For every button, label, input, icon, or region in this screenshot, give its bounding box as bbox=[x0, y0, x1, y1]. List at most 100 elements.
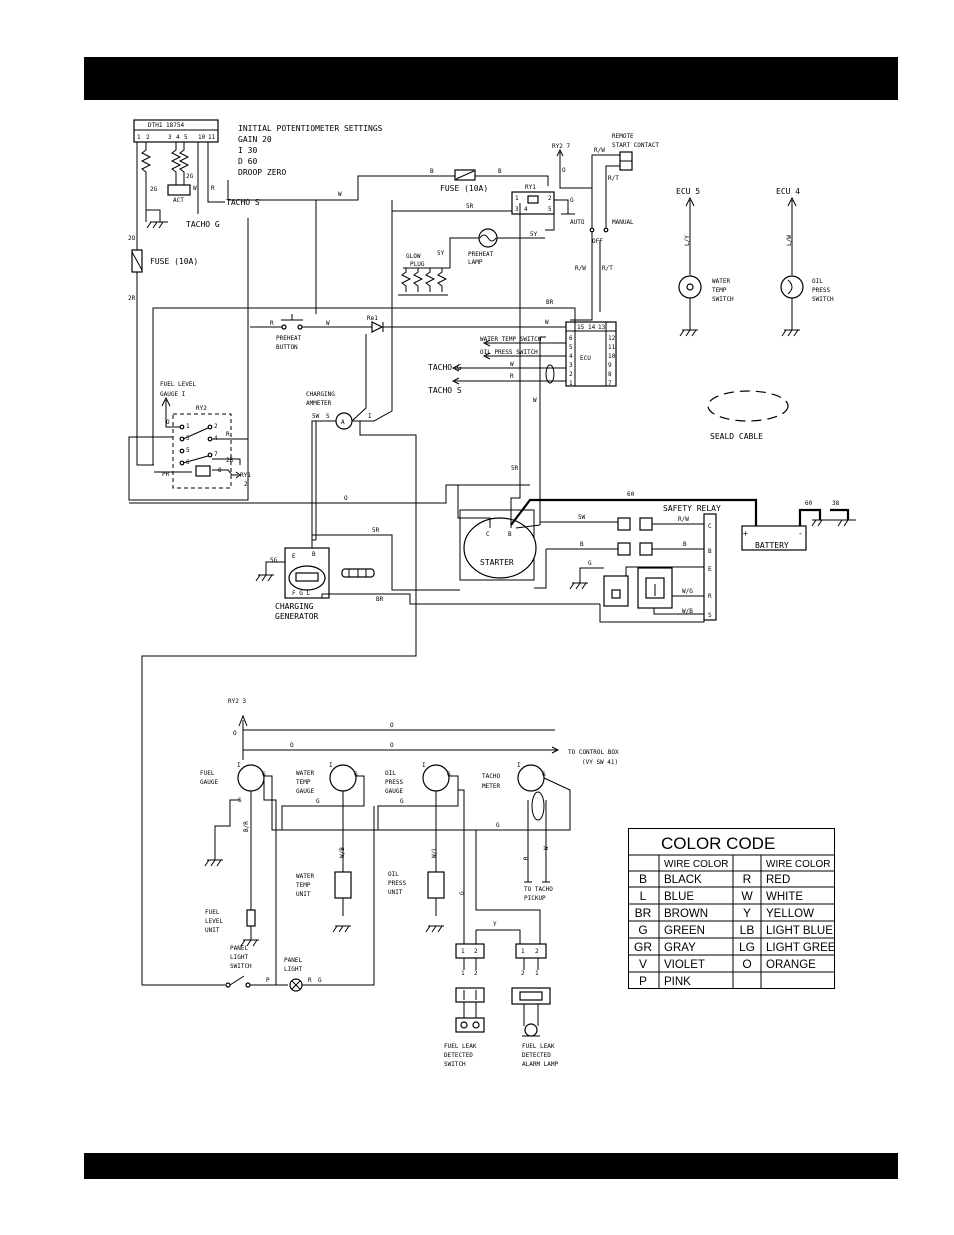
footer-bar bbox=[84, 1153, 898, 1179]
starter-label: STARTER bbox=[480, 558, 514, 567]
ecu-input-label: WATER TEMP SWITCH bbox=[480, 336, 542, 343]
wire-code: G bbox=[316, 798, 320, 805]
relay-ref: 2 bbox=[244, 481, 248, 488]
color-code-letter: W bbox=[741, 889, 753, 903]
ecu-pin: 8 bbox=[608, 371, 612, 378]
fuel-level-unit-label: UNIT bbox=[205, 927, 220, 934]
ecu-ref: ECU 4 bbox=[776, 187, 800, 196]
wire-code: R bbox=[308, 977, 312, 984]
panel-light-label: LIGHT bbox=[284, 966, 302, 973]
color-code-name: LIGHT BLUE bbox=[766, 925, 833, 937]
control-box-ref: (VY SW 41) bbox=[582, 759, 618, 766]
tacho-pickup: R W TO TACHO PICKUP bbox=[523, 800, 553, 902]
relay-pin: 2 bbox=[548, 195, 552, 202]
ecu-pin: 10 bbox=[608, 353, 616, 360]
pot-setting: I 30 bbox=[238, 146, 257, 155]
color-code-letter: P bbox=[639, 974, 647, 988]
starter-pin: C bbox=[486, 531, 490, 538]
fuel-level-unit-label: FUEL bbox=[205, 909, 220, 916]
sensor-label: TEMP bbox=[712, 287, 727, 294]
oil-gauge-label: PRESS bbox=[385, 779, 403, 786]
diode-label: Re1 bbox=[367, 315, 378, 322]
wire-code: B/R bbox=[243, 821, 250, 832]
ecu-pin: 12 bbox=[608, 335, 616, 342]
relay-pin: 1 bbox=[186, 423, 190, 430]
color-code-letter: B bbox=[639, 872, 647, 886]
color-code-name: YELLOW bbox=[766, 908, 814, 920]
water-gauge-label: WATER bbox=[296, 770, 314, 777]
tacho-pickup-label: PICKUP bbox=[524, 895, 546, 902]
gauge-pin: G bbox=[354, 771, 358, 778]
wire-code: G bbox=[318, 977, 322, 984]
safety-relay-pin: B bbox=[708, 548, 712, 555]
color-code-name: GRAY bbox=[664, 942, 696, 954]
preheat-button-label: BUTTON bbox=[276, 344, 298, 351]
generator-pin: E bbox=[292, 553, 296, 560]
generator-pin: B bbox=[312, 551, 316, 558]
wire-code: W bbox=[543, 846, 550, 850]
color-code-title: COLOR CODE bbox=[661, 834, 775, 853]
oil-press-unit-label: PRESS bbox=[388, 880, 406, 887]
pot-setting: D 60 bbox=[238, 157, 257, 166]
wire-code: B bbox=[430, 168, 434, 175]
color-code-letter: Y bbox=[743, 906, 751, 920]
wire-code: G bbox=[459, 891, 466, 895]
color-code-name: GREEN bbox=[664, 925, 705, 937]
mode-auto-label: AUTO bbox=[570, 219, 585, 226]
starter-motor: C B STARTER 5R bbox=[457, 203, 541, 581]
fuel-level-relay-ry2: FUEL LEVEL GAUGE I RY2 1 2 3 4 5 6 7 8 O… bbox=[154, 381, 251, 489]
governor-pin: 1 bbox=[137, 134, 141, 141]
battery-plus: + bbox=[743, 529, 748, 538]
wire-code: 60 bbox=[627, 491, 635, 498]
wire-code: 2R bbox=[226, 457, 234, 464]
wire-code: O bbox=[390, 722, 394, 729]
oil-press-unit-label: UNIT bbox=[388, 889, 403, 896]
governor-pin: 10 bbox=[198, 134, 206, 141]
wire-code: 60 bbox=[805, 500, 813, 507]
wire-code: B bbox=[498, 168, 502, 175]
wire-code: 38 bbox=[832, 500, 840, 507]
wire-code: G bbox=[588, 560, 592, 567]
wire-code: O bbox=[233, 730, 237, 737]
mode-off-label: OFF bbox=[592, 238, 603, 245]
tacho-meter-label: TACHO bbox=[482, 773, 500, 780]
wire-code: W bbox=[545, 319, 549, 326]
gauge-pin: I bbox=[422, 762, 426, 769]
panel-light-label: PANEL bbox=[284, 957, 302, 964]
relay-pin: 3 bbox=[186, 435, 190, 442]
diode-re1: Re1 W bbox=[360, 315, 566, 333]
relay-pin: 1 bbox=[515, 195, 519, 202]
relay-title: GAUGE I bbox=[160, 391, 186, 398]
ecu-tacho-s: TACHO S bbox=[428, 386, 462, 395]
relay-label: RY2 bbox=[196, 405, 207, 412]
fuse-label: FUSE (10A) bbox=[440, 184, 488, 193]
wire-code: L/W bbox=[786, 235, 793, 246]
tacho-g-label: TACHO G bbox=[186, 220, 220, 229]
ecu-pin: 2 bbox=[569, 371, 573, 378]
sealed-cable-label: SEALD CABLE bbox=[710, 432, 763, 441]
wire-code: G bbox=[400, 798, 404, 805]
wire-code: G bbox=[496, 822, 500, 829]
relay-pin: 3 bbox=[515, 206, 519, 213]
ecu-pin: 11 bbox=[608, 344, 616, 351]
connector-pin: 1 bbox=[461, 970, 465, 977]
remote-label: REMOTE bbox=[612, 133, 634, 140]
header-bar bbox=[84, 57, 898, 100]
wire-code: O bbox=[290, 742, 294, 749]
wire-code: R/W bbox=[678, 516, 689, 523]
sensor-label: SWITCH bbox=[812, 296, 834, 303]
governor-id: DTH1 18754 bbox=[148, 122, 185, 129]
connector-pin: 2 bbox=[521, 970, 525, 977]
remote-label: START CONTACT bbox=[612, 142, 659, 149]
starter-pin: B bbox=[508, 531, 512, 538]
preheat-lamp-label: PREHEAT bbox=[468, 251, 494, 258]
preheat-lamp: PREHEAT LAMP bbox=[449, 228, 545, 268]
water-temp-unit-label: WATER bbox=[296, 873, 314, 880]
color-code-name: BROWN bbox=[664, 908, 708, 920]
fuel-leak-lamp-label: DETECTED bbox=[522, 1052, 551, 1059]
panel-switch-label: PANEL bbox=[230, 945, 248, 952]
wire-code: 2G bbox=[186, 173, 194, 180]
ecu-pin: 13 bbox=[598, 324, 606, 331]
